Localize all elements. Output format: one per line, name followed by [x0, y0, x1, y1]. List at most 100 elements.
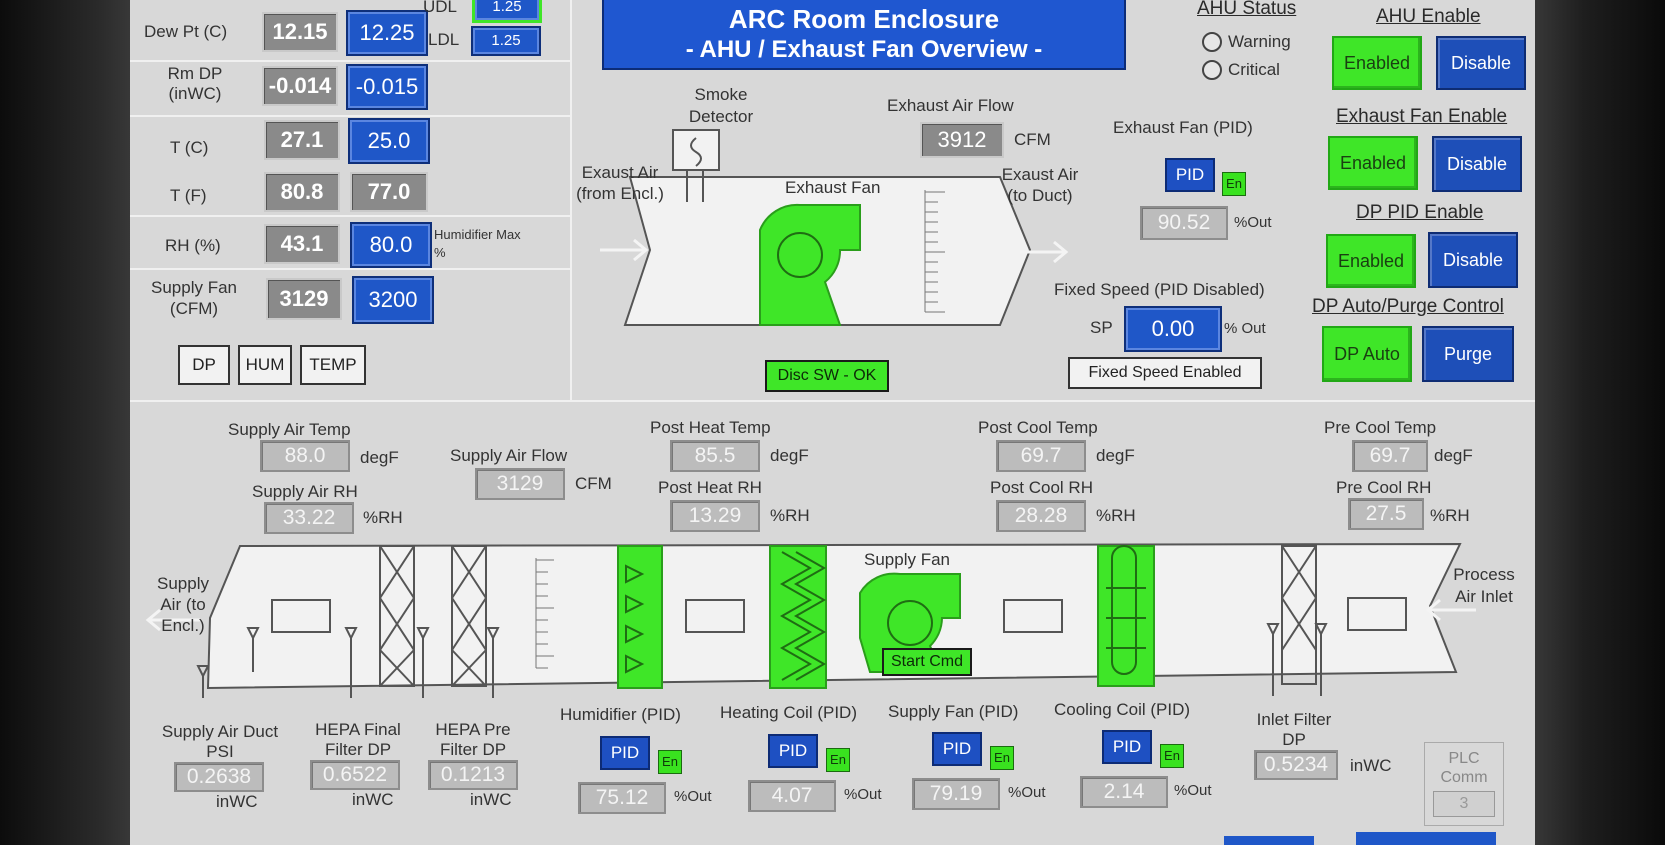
rh-setpoint[interactable]: 80.0 — [352, 224, 430, 266]
inlet-filter-dp-value: 0.5234 — [1254, 750, 1338, 780]
smoke-detector-label: Smoke Detector — [688, 85, 754, 126]
supply-air-rh-value: 33.22 — [264, 502, 354, 534]
warning-label: Warning — [1228, 32, 1291, 51]
hepa-final-dp-unit: inWC — [352, 790, 394, 809]
ahu-disable-button[interactable]: Disable — [1436, 36, 1526, 90]
cooling-coil-pid-title: Cooling Coil (PID) — [1054, 700, 1191, 719]
post-cool-rh-label: Post Cool RH — [990, 478, 1093, 497]
cooling-coil-pid-out: 2.14 — [1080, 776, 1168, 808]
monitor-bezel-left — [0, 0, 140, 845]
supply-air-label: Supply Air (to Encl.) — [157, 574, 209, 635]
humidifier-pid-button[interactable]: PID — [600, 736, 650, 770]
room-dp-label: Rm DP (inWC) — [167, 64, 223, 103]
hepa-pre-dp-label: HEPA Pre Filter DP — [435, 720, 511, 759]
udl-input[interactable]: 1.25 — [475, 0, 539, 20]
fixed-speed-enabled-button[interactable]: Fixed Speed Enabled — [1068, 357, 1262, 389]
ahu-damper-scale — [535, 558, 554, 669]
supply-fan-cfm-actual: 3129 — [266, 278, 342, 320]
ldl-input[interactable]: 1.25 — [473, 28, 539, 54]
smoke-detector-box — [672, 129, 720, 171]
ahu-enabled-button[interactable]: Enabled — [1332, 36, 1422, 90]
critical-label: Critical — [1228, 60, 1280, 79]
cooling-coil-en-indicator: En — [1160, 744, 1184, 768]
hum-mode-button[interactable]: HUM — [238, 345, 292, 385]
ahu-air-arrows — [145, 598, 1476, 632]
dp-pid-enable-title: DP PID Enable — [1356, 202, 1484, 223]
dp-auto-button[interactable]: DP Auto — [1322, 326, 1412, 382]
page-title: ARC Room Enclosure — [728, 4, 1000, 34]
exhaust-air-flow-unit: CFM — [1014, 130, 1051, 149]
supply-air-duct-psi-value: 0.2638 — [174, 762, 264, 792]
supply-fan-cfm-setpoint[interactable]: 3200 — [354, 278, 432, 322]
post-heat-temp-label: Post Heat Temp — [650, 418, 771, 437]
supply-fan-out-unit: %Out — [1008, 784, 1046, 801]
humidifier-en-indicator: En — [658, 750, 682, 774]
temp-f-setpoint: 77.0 — [350, 172, 428, 212]
pre-cool-temp-value: 69.7 — [1352, 440, 1428, 472]
supply-air-temp-unit: degF — [360, 448, 399, 467]
purge-button[interactable]: Purge — [1422, 326, 1514, 382]
exhaust-fan-pid-button[interactable]: PID — [1165, 158, 1215, 192]
exhaust-fan-en-indicator: En — [1222, 172, 1246, 196]
monitor-bezel-right — [1530, 0, 1665, 845]
supply-fan-pid-title: Supply Fan (PID) — [888, 702, 1019, 721]
exhaust-diagram — [600, 129, 1069, 326]
exhaust-air-flow-label: Exhaust Air Flow — [887, 96, 1014, 115]
dew-point-setpoint[interactable]: 12.25 — [348, 12, 426, 54]
nav-button-partial[interactable] — [1356, 832, 1496, 845]
post-heat-temp-value: 85.5 — [670, 440, 760, 472]
panel-divider — [570, 0, 572, 400]
exhaust-fan-disable-button[interactable]: Disable — [1432, 136, 1522, 192]
dp-pid-disable-button[interactable]: Disable — [1428, 232, 1518, 288]
plc-comm-value: 3 — [1433, 791, 1495, 817]
fixed-speed-title: Fixed Speed (PID Disabled) — [1054, 280, 1265, 299]
ldl-label: LDL — [428, 30, 460, 49]
hmi-screen: Dew Pt (C) 12.15 12.25 UDL 1.25 LDL 1.25… — [130, 0, 1535, 845]
humidifier-pid-title: Humidifier (PID) — [560, 705, 681, 724]
post-cool-temp-value: 69.7 — [996, 440, 1086, 472]
room-dp-actual: -0.014 — [262, 66, 338, 106]
post-cool-temp-label: Post Cool Temp — [978, 418, 1098, 437]
post-heat-rh-unit: %RH — [770, 506, 810, 525]
cooling-coil-pid-button[interactable]: PID — [1102, 730, 1152, 764]
exhaust-damper-scale — [924, 190, 945, 313]
hepa-pre-dp-unit: inWC — [470, 790, 512, 809]
sp-label: SP — [1090, 318, 1113, 337]
nav-button-partial[interactable] — [1224, 836, 1314, 845]
dp-auto-purge-title: DP Auto/Purge Control — [1312, 296, 1504, 317]
humidifier-coil — [617, 545, 663, 689]
heating-coil-out-unit: %Out — [844, 786, 882, 803]
exhaust-in-label: Exaust Air (from Encl.) — [576, 163, 664, 203]
dp-sensors — [196, 623, 1328, 698]
exhaust-fan-enabled-button[interactable]: Enabled — [1328, 136, 1418, 190]
cooling-coil-out-unit: %Out — [1174, 782, 1212, 799]
post-cool-rh-unit: %RH — [1096, 506, 1136, 525]
row-divider — [130, 115, 570, 117]
supply-air-rh-unit: %RH — [363, 508, 403, 527]
temp-mode-button[interactable]: TEMP — [300, 345, 366, 385]
supply-air-temp-label: Supply Air Temp — [228, 420, 351, 439]
fixed-speed-sp-input[interactable]: 0.00 — [1126, 308, 1220, 350]
supply-fan-pid-button[interactable]: PID — [932, 732, 982, 766]
room-dp-setpoint[interactable]: -0.015 — [348, 66, 426, 108]
temp-f-label: T (F) — [170, 186, 207, 205]
dp-pid-enabled-button[interactable]: Enabled — [1326, 234, 1416, 288]
post-cool-rh-value: 28.28 — [996, 500, 1086, 532]
post-heat-rh-label: Post Heat RH — [658, 478, 762, 497]
inlet-filter-dp-label: Inlet Filter DP — [1256, 710, 1332, 749]
disc-sw-status: Disc SW - OK — [765, 360, 889, 392]
heating-coil-pid-title: Heating Coil (PID) — [720, 703, 857, 722]
exhaust-fan-icon — [759, 203, 861, 326]
supply-air-flow-value: 3129 — [475, 468, 565, 500]
temp-c-setpoint[interactable]: 25.0 — [350, 120, 428, 162]
pre-cool-temp-label: Pre Cool Temp — [1324, 418, 1437, 437]
sp-unit: % Out — [1224, 320, 1266, 337]
cooling-coil — [1097, 545, 1155, 687]
supply-air-flow-unit: CFM — [575, 474, 612, 493]
warning-indicator — [1202, 32, 1222, 52]
ahu-diagram — [145, 542, 1476, 698]
dp-mode-button[interactable]: DP — [178, 345, 230, 385]
pre-cool-temp-unit: degF — [1434, 446, 1473, 465]
exhaust-fan-pid-title: Exhaust Fan (PID) — [1113, 118, 1253, 137]
heating-coil-pid-button[interactable]: PID — [768, 734, 818, 768]
